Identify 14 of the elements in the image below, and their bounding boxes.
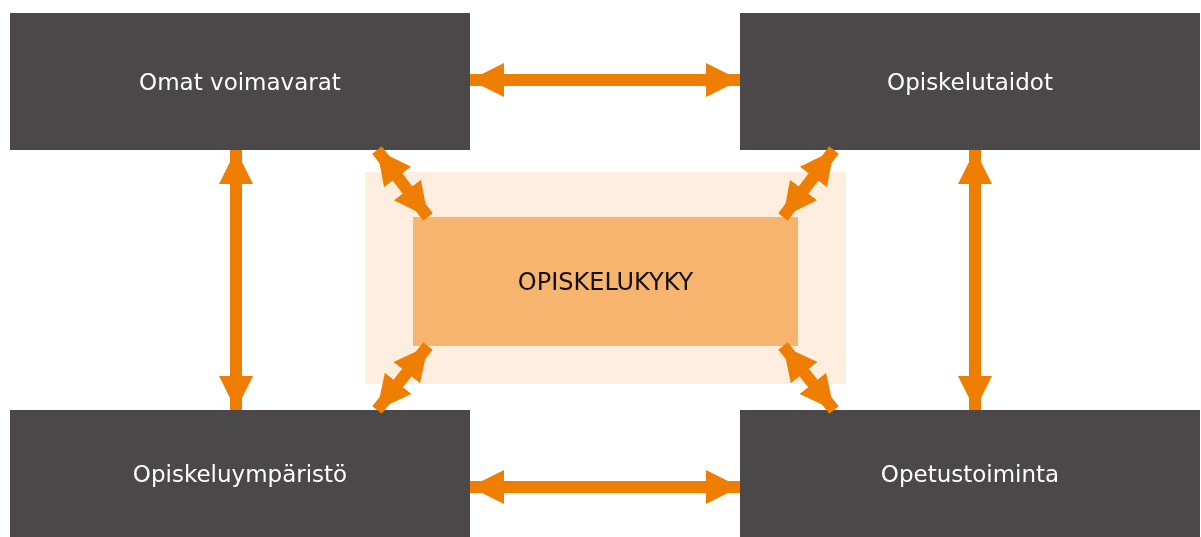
double-arrow [778,342,839,414]
node-label: Opiskeluympäristö [132,460,348,487]
node-label: OPISKELUKYKY [517,267,694,296]
double-arrow [470,63,740,97]
double-arrow [219,150,253,410]
double-arrow [778,146,839,221]
double-arrow [372,146,433,221]
double-arrow [470,470,740,504]
double-arrow [958,150,992,410]
node-label: Opiskelutaidot [887,68,1053,95]
double-arrow [372,342,433,414]
panel-background [365,172,846,384]
node-label: Omat voimavarat [139,68,341,95]
node-label: Opetustoiminta [880,460,1060,487]
